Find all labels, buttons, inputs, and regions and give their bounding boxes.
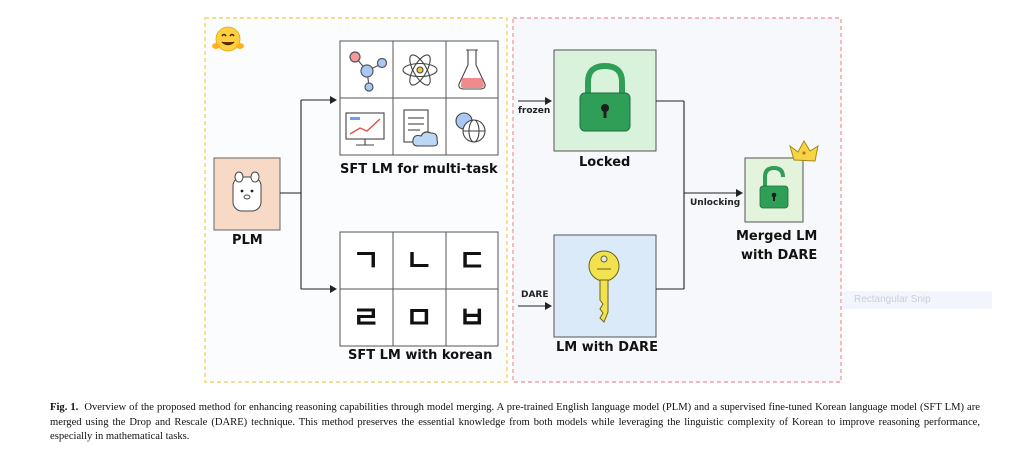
molecule-icon — [349, 51, 388, 92]
locked-label: Locked — [579, 155, 631, 170]
lm-dare-label: LM with DARE — [556, 340, 658, 355]
sft-korean-label: SFT LM with korean — [348, 348, 493, 363]
korean-char-5: ㅁ — [405, 301, 433, 336]
korean-char-6: ㅂ — [458, 301, 486, 336]
merge-connectors — [656, 100, 737, 290]
figure-caption: Fig. 1. Overview of the proposed method … — [50, 401, 980, 445]
frozen-label: frozen — [518, 106, 551, 116]
merged-label-line1: Merged LM — [736, 229, 818, 244]
korean-grid — [339, 231, 499, 347]
document-cloud-icon — [403, 109, 439, 147]
frozen-arrow-head — [545, 97, 552, 105]
korean-char-2: ㄴ — [405, 244, 433, 279]
unlocked-lock-icon — [759, 165, 789, 209]
unlocking-label: Unlocking — [690, 198, 741, 208]
arrow-head-top — [330, 96, 337, 104]
flask-icon — [458, 49, 486, 90]
sft-multitask-label: SFT LM for multi-task — [340, 162, 498, 177]
korean-char-4: ㄹ — [352, 301, 380, 336]
caption-text: Overview of the proposed method for enha… — [50, 402, 980, 442]
gear-globe-icon — [455, 112, 486, 143]
hugging-face-icon — [212, 26, 244, 52]
caption-fig-label: Fig. 1. — [50, 402, 79, 413]
merged-label-line2: with DARE — [741, 248, 818, 263]
atom-icon — [402, 54, 438, 86]
arrow-head-bottom — [330, 285, 337, 293]
plm-label: PLM — [232, 233, 263, 248]
crown-icon — [789, 139, 819, 162]
lock-icon — [579, 62, 631, 132]
monitor-chart-icon — [345, 112, 385, 146]
rectangular-snip-overlay[interactable]: Rectangular Snip — [842, 291, 992, 309]
unlocking-arrow-head — [736, 189, 743, 197]
key-icon — [588, 250, 620, 323]
dare-label: DARE — [521, 290, 549, 300]
dare-arrow-head — [545, 302, 552, 310]
alpaca-icon — [232, 171, 262, 212]
snip-label: Rectangular Snip — [854, 294, 931, 305]
input-arrows — [518, 100, 546, 307]
korean-char-1: ㄱ — [352, 244, 380, 279]
plm-branch-arrows — [280, 99, 330, 290]
korean-char-3: ㄷ — [458, 244, 486, 279]
